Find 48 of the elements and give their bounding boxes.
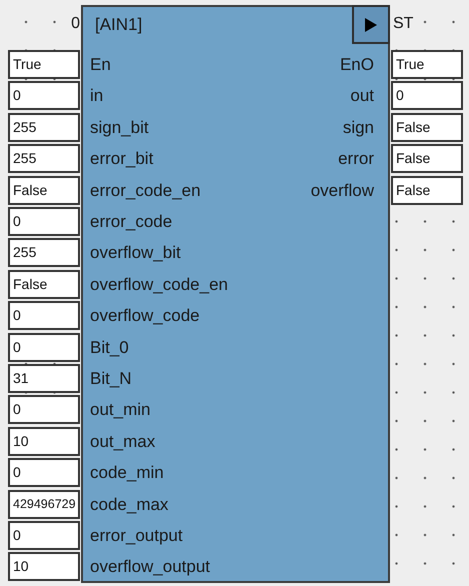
pin-label: sign_bit	[90, 118, 149, 138]
pin-label: EnO	[340, 54, 374, 74]
pin-label: En	[90, 54, 111, 74]
block-title: [AIN1]	[95, 15, 142, 35]
value-field: 0	[8, 207, 80, 236]
value-field: 0	[8, 301, 80, 330]
pin-label: code_min	[90, 462, 164, 482]
pin-label: out_max	[90, 432, 156, 452]
pin-label: overflow_code	[90, 306, 200, 326]
value-field: 31	[8, 364, 80, 393]
value-field: 255	[8, 113, 80, 142]
value-field: 0	[8, 458, 80, 487]
pin-label: error	[338, 148, 374, 168]
pin-label: overflow_bit	[90, 242, 181, 262]
pin-label: out_min	[90, 400, 150, 420]
pin-label: Bit_N	[90, 368, 132, 388]
pin-label: error_bit	[90, 148, 154, 168]
order-number: 0	[70, 14, 80, 34]
pin-label: error_output	[90, 526, 183, 546]
value-field: True	[391, 50, 463, 79]
value-field: 0	[391, 81, 463, 110]
value-field: 0	[8, 521, 80, 550]
value-field: 0	[8, 333, 80, 362]
value-field: 0	[8, 395, 80, 424]
pin-label: error_code	[90, 212, 172, 232]
pin-label: in	[90, 86, 104, 106]
pin-label: sign	[342, 118, 374, 138]
value-field: 10	[8, 427, 80, 456]
value-field: 255	[8, 238, 80, 267]
value-field: 255	[8, 144, 80, 173]
value-field: 10	[8, 552, 80, 581]
pin-label: overflow_code_en	[90, 274, 228, 294]
pin-label: overflow_output	[90, 556, 210, 576]
pin-label: code_max	[90, 494, 168, 514]
value-field: False	[8, 176, 80, 205]
pin-label: out	[350, 86, 374, 106]
value-field: False	[391, 144, 463, 173]
value-field: False	[8, 270, 80, 299]
value-field: False	[391, 176, 463, 205]
function-block	[81, 5, 390, 583]
value-field: False	[391, 113, 463, 142]
pin-label: overflow	[310, 180, 374, 200]
pin-label: error_code_en	[90, 180, 201, 200]
value-field: 0	[8, 81, 80, 110]
type-label: ST	[393, 14, 414, 34]
value-field: 429496729	[8, 490, 80, 519]
value-field: True	[8, 50, 80, 79]
pin-label: Bit_0	[90, 338, 129, 358]
